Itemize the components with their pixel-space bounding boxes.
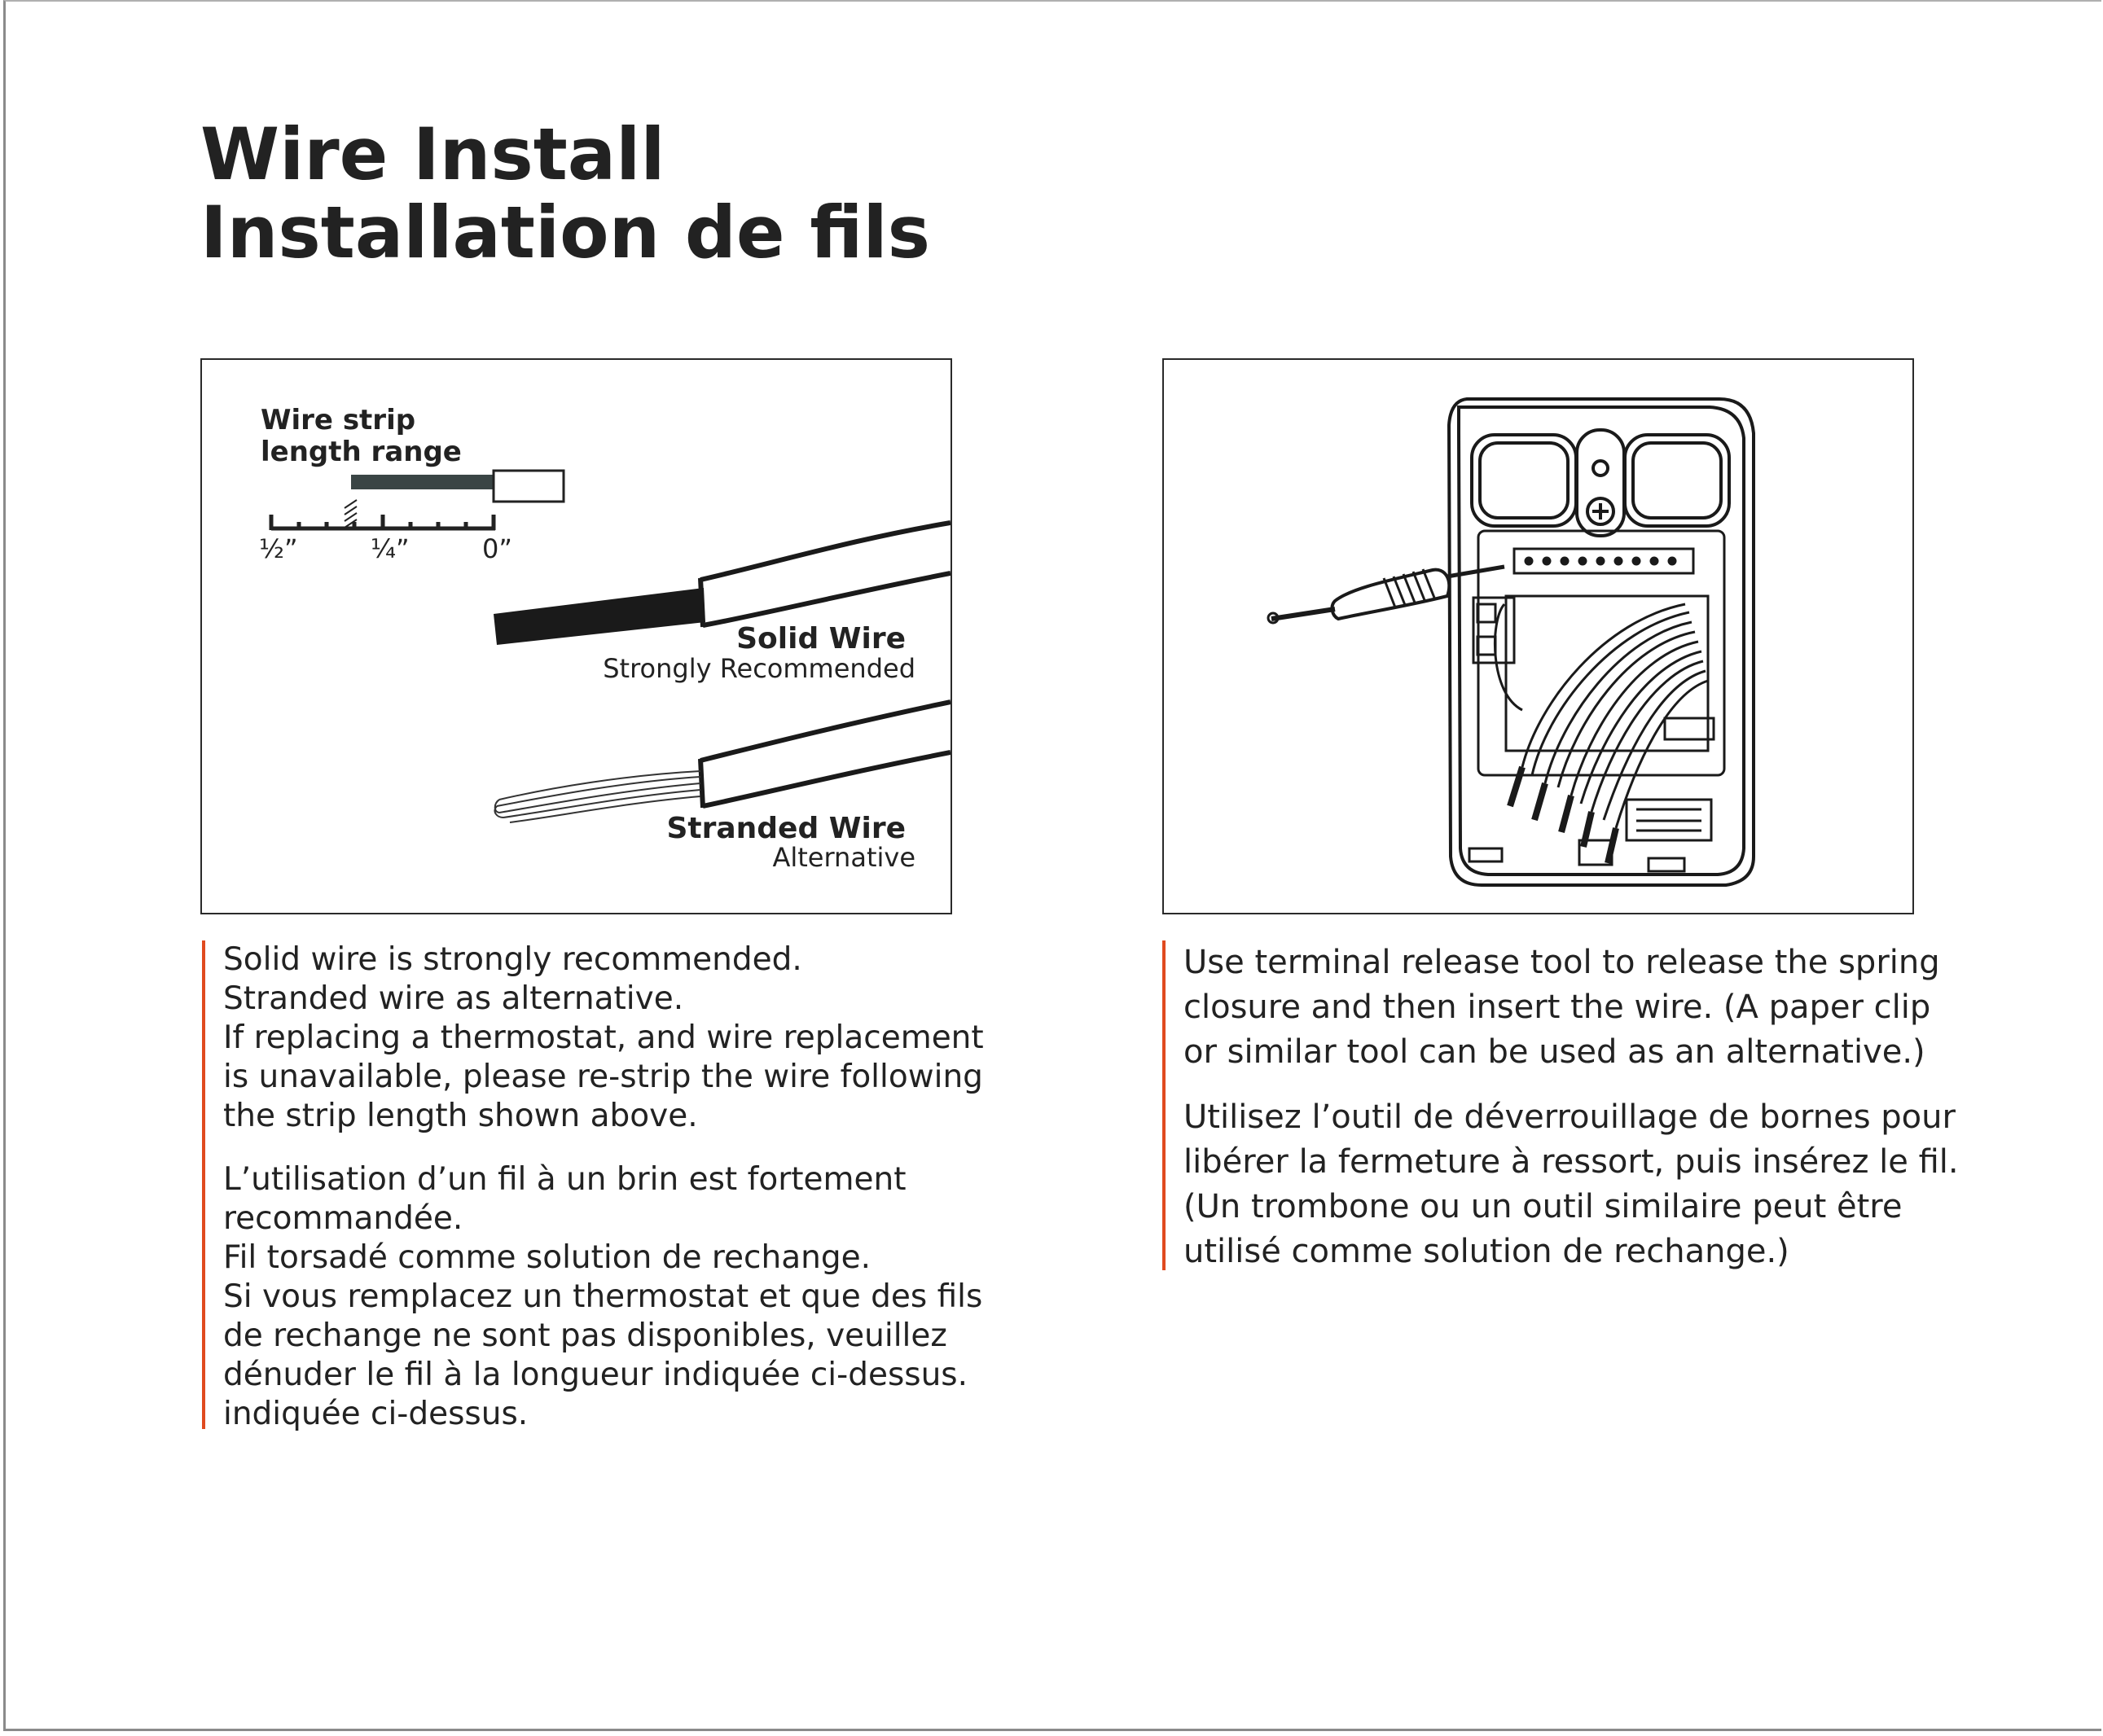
bottom-connector (1468, 798, 1713, 873)
ruler-label-zero: 0” (482, 533, 512, 564)
wire-strip-figure: Wire strip length range ½” ¼” 0” (200, 358, 952, 914)
solid-wire-subtitle: Strongly Recommended (603, 653, 915, 684)
strip-ruler (269, 515, 496, 531)
strip-label-line1: Wire strip (261, 404, 415, 436)
caption-right-en: Use terminal release tool to release the… (1183, 944, 1940, 1071)
wire-ends (1507, 765, 1619, 864)
stranded-wire-subtitle: Alternative (772, 842, 915, 873)
terminal-block (1472, 529, 1726, 777)
solid-wire-title: Solid Wire (736, 622, 906, 655)
wallplate-body (1447, 397, 1755, 887)
page-border (3, 0, 2101, 1731)
terminal-release-tool (1267, 564, 1505, 625)
ruler-label-quarter: ¼” (371, 533, 410, 564)
caption-left-fr: L’utilisation d’un fil à un brin est for… (223, 1161, 983, 1432)
mounting-pockets (1470, 428, 1731, 537)
strip-label-line2: length range (261, 436, 462, 468)
ruler-label-half: ½” (259, 533, 298, 564)
stranded-wire-title: Stranded Wire (666, 812, 906, 845)
page-title-en: Wire Install (200, 112, 665, 196)
stranded-wire (494, 699, 951, 823)
wire-strip-diagram: Wire strip length range ½” ¼” 0” (259, 404, 951, 873)
insulation-sample (492, 469, 565, 503)
strip-hatch (344, 499, 358, 528)
wallplate-with-release-tool-illustration (1267, 397, 1755, 887)
wallplate-figure (1162, 358, 1914, 914)
caption-right-fr: Utilisez l’outil de déverrouillage de bo… (1183, 1098, 1959, 1270)
caption-right: Use terminal release tool to release the… (1162, 940, 1998, 1270)
caption-left-en: Solid wire is strongly recommended. Stra… (223, 941, 984, 1134)
strip-range-bar (351, 475, 498, 489)
solid-wire (494, 520, 951, 645)
page-title-fr: Installation de fils (200, 191, 930, 274)
page-title: Wire Install Installation de fils (200, 116, 930, 272)
wire-bundle (1493, 603, 1709, 829)
caption-left: Solid wire is strongly recommended. Stra… (202, 940, 1005, 1432)
